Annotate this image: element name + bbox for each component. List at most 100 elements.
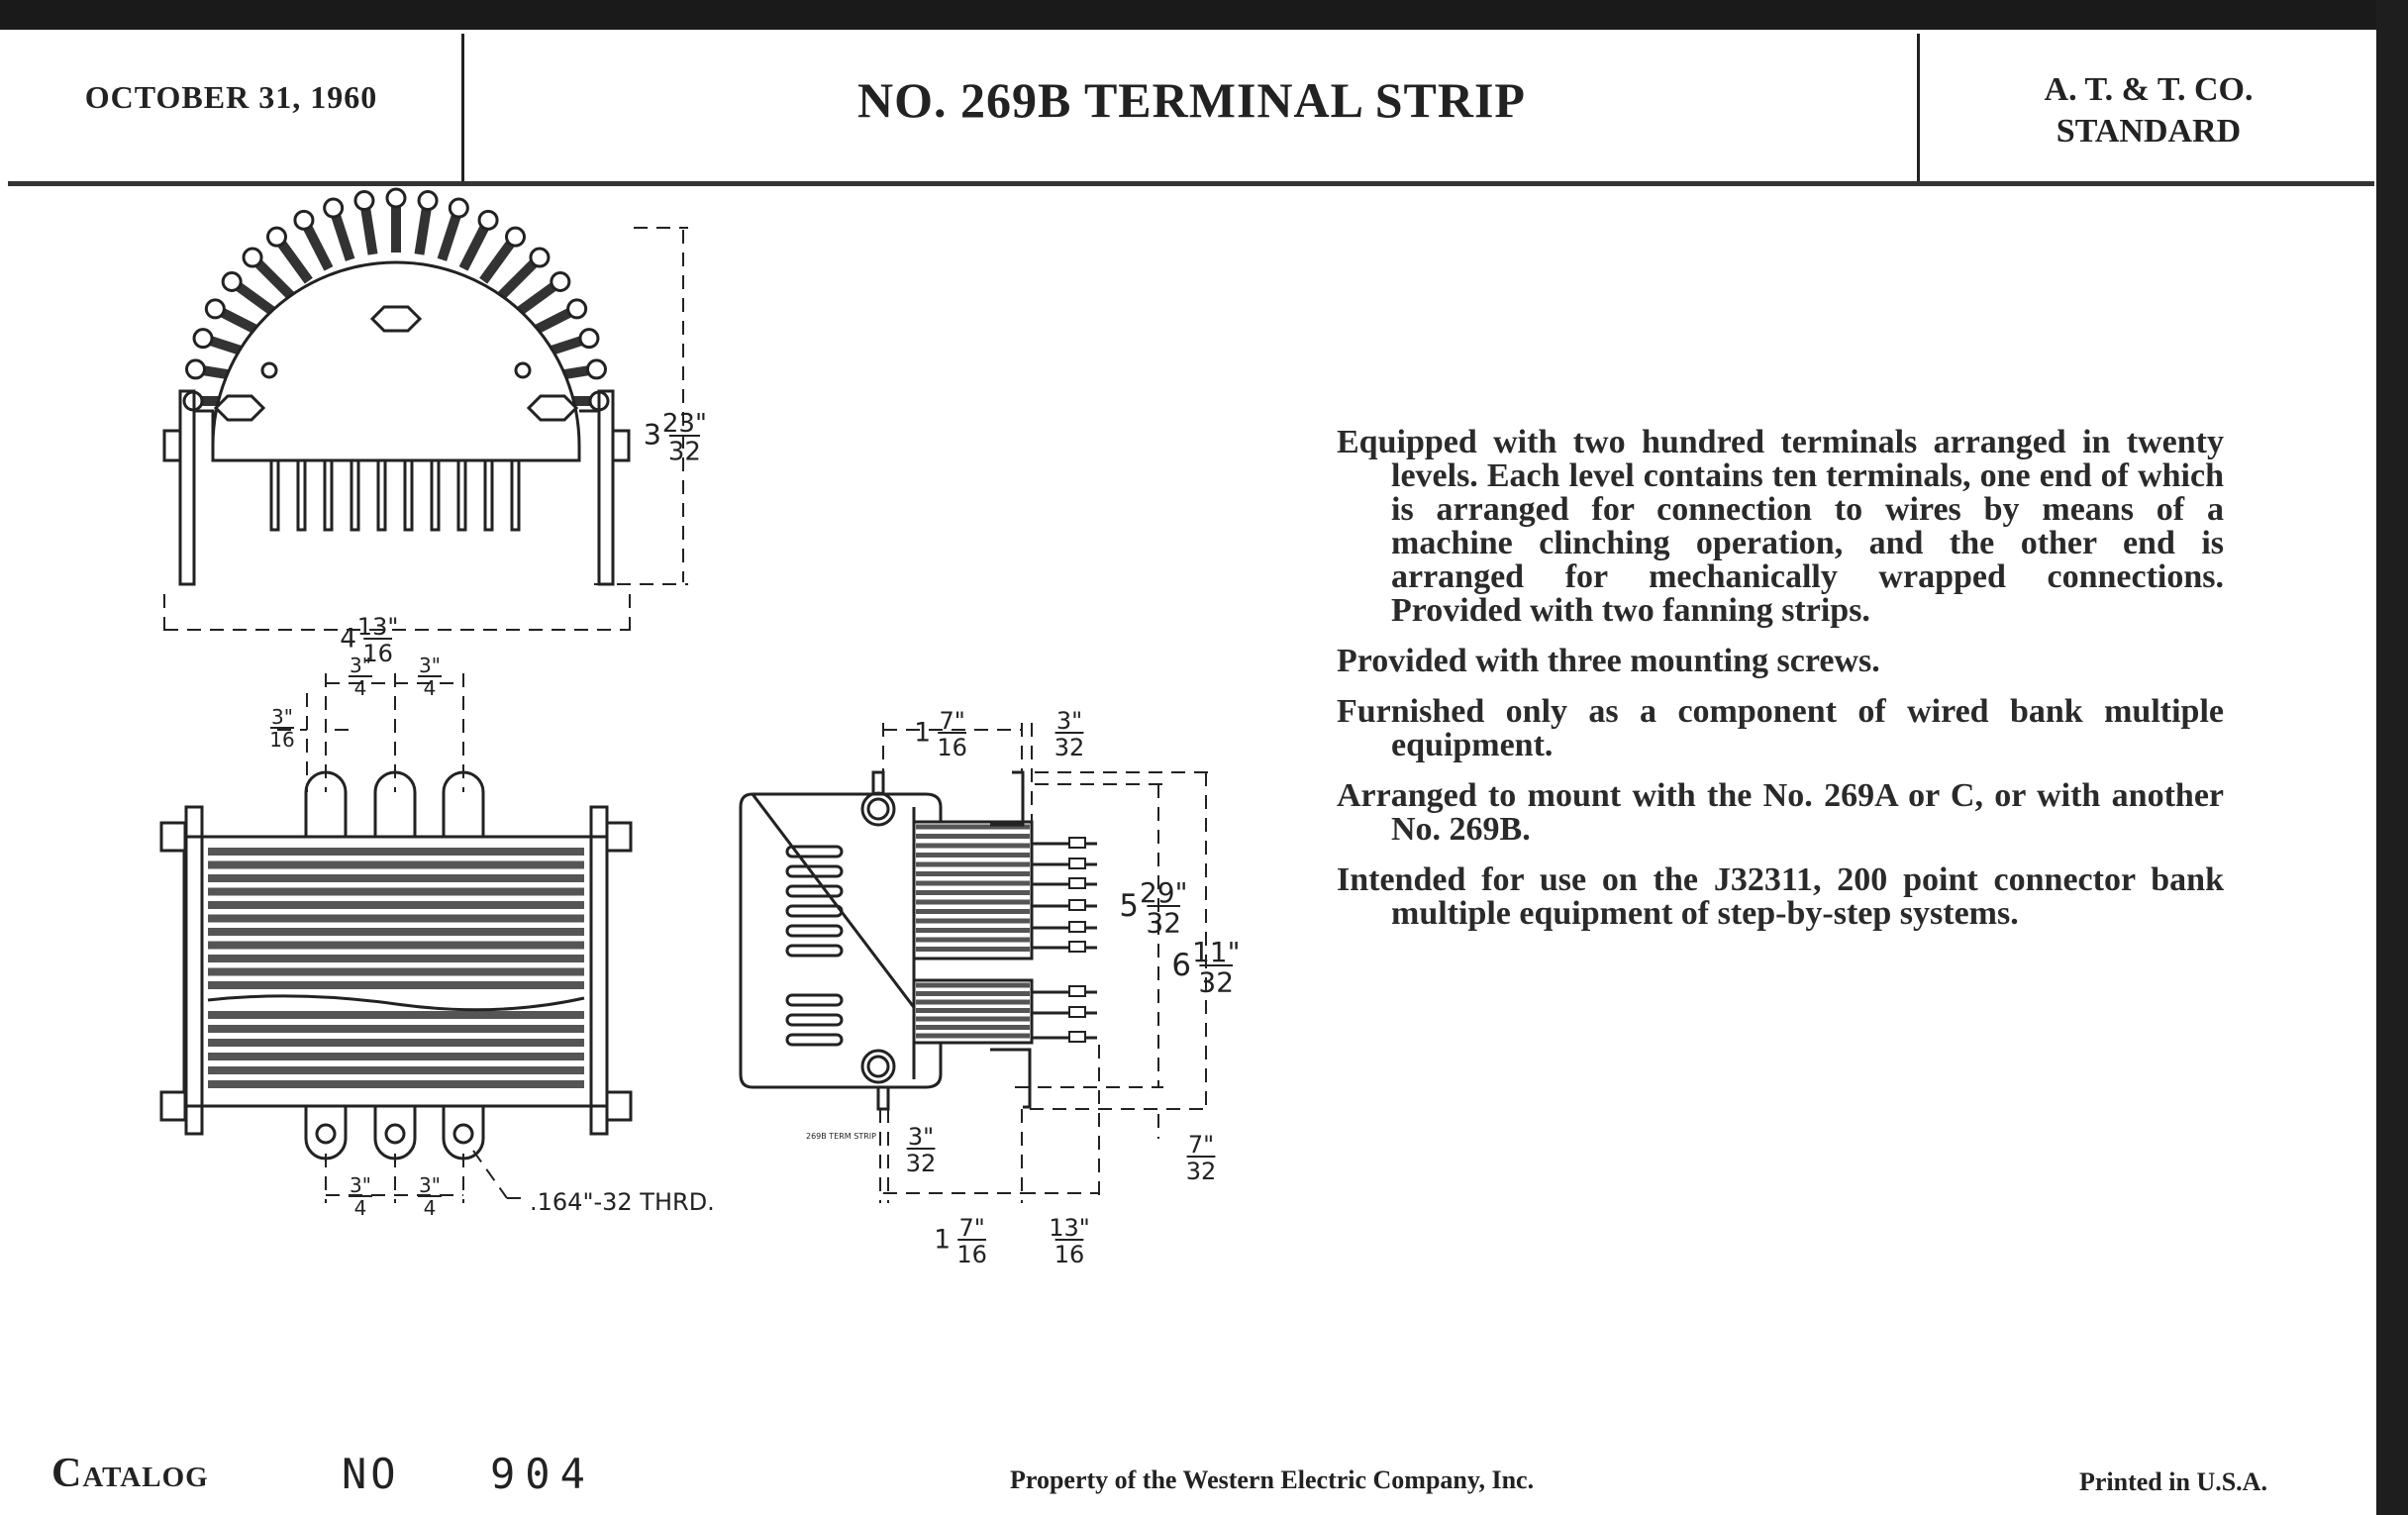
dimension-denominator: 4 (424, 676, 437, 700)
dimension-numerator: 3" (1056, 707, 1082, 735)
terminal-tag (1068, 858, 1086, 869)
dimension-numerator: 3" (350, 1173, 371, 1197)
mounting-nut-inner (866, 797, 890, 821)
bolt-head (605, 821, 633, 853)
screw-hole (315, 1123, 337, 1145)
hex-nut-icon (369, 305, 423, 333)
screw-hole (384, 1123, 406, 1145)
description-paragraph: Intended for use on the J32311, 200 poin… (1337, 861, 2224, 932)
description-paragraph: Equipped with two hundred terminals arra… (1337, 424, 2224, 629)
standard-badge: A. T. & T. CO. STANDARD (1921, 69, 2376, 152)
terminal-fan-eye (448, 197, 469, 219)
wrap-pin (350, 458, 360, 532)
terminal-fan-eye (242, 247, 263, 268)
wrap-pin (430, 458, 441, 532)
dimension-denominator: 32 (1186, 1158, 1217, 1185)
hex-nut-icon (213, 394, 266, 422)
dimension-line (472, 1150, 508, 1199)
bolt-head (159, 821, 187, 853)
mounting-nut-inner (866, 1055, 890, 1078)
fanning-slot (785, 993, 844, 1007)
top-view-drawing (162, 187, 631, 586)
break-line (207, 994, 585, 1012)
dimension-numerator: 7" (939, 707, 964, 735)
side-bracket (178, 389, 196, 586)
standard-line-1: A. T. & T. CO. (2044, 71, 2254, 108)
dimension-numerator: 13" (1049, 1214, 1090, 1242)
dimension-numerator: 7" (1188, 1131, 1214, 1159)
bracket (990, 1048, 1032, 1109)
dimension-label: 3"4 (418, 654, 442, 700)
dimension-label: 13"16 (1049, 1214, 1090, 1268)
dimension-label: 7"32 (1186, 1131, 1217, 1185)
bolt-head (605, 1090, 633, 1122)
terminal-tag (1068, 941, 1086, 953)
dimension-denominator: 32 (668, 438, 701, 467)
dimension-denominator: 32 (1198, 966, 1234, 999)
dimension-whole: 6 (1171, 948, 1191, 983)
side-view-drawing (739, 770, 1097, 1111)
terminal-fan-eye (192, 328, 214, 350)
hole (260, 361, 278, 379)
fanning-slot (785, 924, 844, 938)
dimension-numerator: 3" (350, 654, 371, 677)
dimension-denominator: 16 (937, 734, 967, 761)
fanning-slot (785, 845, 844, 858)
dimension-numerator: 29" (1140, 876, 1188, 909)
thread-note: .164"-32 THRD. (530, 1188, 715, 1216)
terminal-fan-eye (566, 298, 588, 320)
dimension-label: 3"4 (418, 1173, 442, 1220)
dimension-denominator: 4 (424, 1196, 437, 1220)
stub (871, 770, 885, 796)
dimension-numerator: 3" (419, 654, 441, 677)
dimension-label: 3"4 (349, 654, 372, 700)
dimension-numerator: 3" (271, 705, 293, 729)
dimension-denominator: 4 (354, 676, 367, 700)
hole (514, 361, 532, 379)
dimension-numerator: 11" (1192, 936, 1241, 968)
dimension-denominator: 32 (906, 1150, 937, 1177)
header-divider (1917, 34, 1920, 182)
terminal-fan-eye (353, 190, 375, 212)
description-paragraph: Provided with three mounting screws. (1337, 643, 1880, 679)
page-title: NO. 269B TERMINAL STRIP (857, 72, 1526, 128)
description-paragraph: Furnished only as a component of wired b… (1337, 693, 2224, 763)
terminal-fan-eye (578, 328, 600, 350)
header-divider (461, 34, 464, 182)
catalog-no-label: NO (342, 1450, 400, 1498)
bolt-head (159, 1090, 187, 1122)
dimension-label: 3"4 (349, 1173, 372, 1220)
terminal-tag (1068, 985, 1086, 997)
dimension-denominator: 16 (956, 1241, 987, 1268)
terminal-tag (1068, 1006, 1086, 1018)
dimension-whole: 1 (914, 717, 931, 748)
terminal-tag (1068, 921, 1086, 933)
dimension-denominator: 16 (362, 640, 393, 667)
mounting-lug-bottom (442, 1104, 485, 1161)
terminal-fan-eye (204, 298, 226, 320)
dimension-whole: 3 (644, 418, 661, 452)
bracket (990, 770, 1025, 827)
description: Equipped with two hundred terminals arra… (1337, 426, 2224, 948)
wrap-pin (403, 458, 414, 532)
wrap-pin (376, 458, 387, 532)
catalog-label: Catalog (51, 1451, 209, 1496)
mounting-lug-top (373, 770, 417, 842)
scan-border-right (2376, 0, 2408, 1515)
terminal-fan-eye (323, 197, 345, 219)
hex-nut-icon (526, 394, 579, 422)
fan-plate (211, 260, 581, 462)
terminal-tag (1068, 899, 1086, 911)
dimension-label: 3"32 (906, 1123, 937, 1177)
terminal-fan-eye (417, 190, 439, 212)
terminal-tag (1068, 837, 1086, 849)
dimension-label: 3"32 (1054, 707, 1085, 761)
dimension-numerator: 3" (908, 1123, 934, 1151)
dimension-label: 1 7"16 (914, 707, 967, 761)
standard-line-2: STANDARD (2056, 113, 2242, 150)
dimension-numerator: 23" (662, 409, 707, 439)
